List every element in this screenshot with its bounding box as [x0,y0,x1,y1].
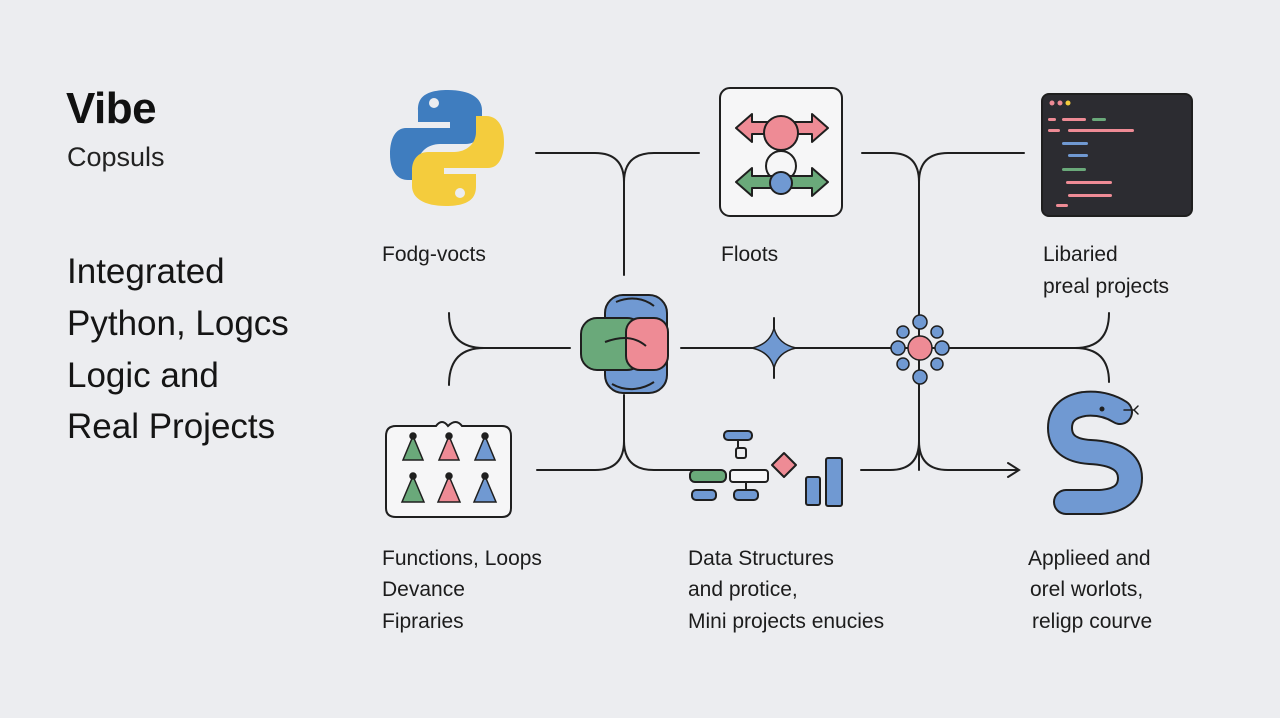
bottom-right-line-3: religp courve [1032,610,1153,633]
interlocked-python-icon [580,294,669,394]
flow-card-label: Floots [721,243,779,266]
python-logo-icon [390,90,504,206]
code-window-label-1: Libaried [1043,243,1118,266]
code-window-label-2: preal projects [1043,275,1170,298]
headline-line-4: Real Projects [67,407,276,446]
bottom-right-line-1: Applieed and [1028,547,1151,570]
code-editor-icon [1041,93,1193,217]
brand-title: Vibe [66,84,157,133]
hub-node-icon [890,314,950,385]
bottom-left-line-1: Functions, Loops [382,547,542,570]
headline-line-1: Integrated [67,252,225,291]
bottom-left-line-3: Fipraries [382,610,464,633]
headline-line-3: Logic and [67,356,219,395]
flow-arrows-icon [719,87,843,217]
bottom-right-line-2: orel worlots, [1030,578,1144,601]
headline-line-2: Python, Logcs [67,304,289,343]
star-node-icon [751,327,797,369]
python-logo-label: Fodg-vocts [382,243,486,266]
connector-lines [448,152,1110,478]
bottom-middle-line-2: and protice, [688,578,798,601]
bottom-middle-line-3: Mini projects enucies [688,610,885,633]
cones-icon [385,421,512,518]
snake-icon [1047,390,1143,515]
brand-subtitle: Copsuls [67,142,165,172]
bottom-left-line-2: Devance [382,578,465,601]
bottom-middle-line-1: Data Structures [688,547,834,570]
data-blocks-icon [689,430,843,507]
